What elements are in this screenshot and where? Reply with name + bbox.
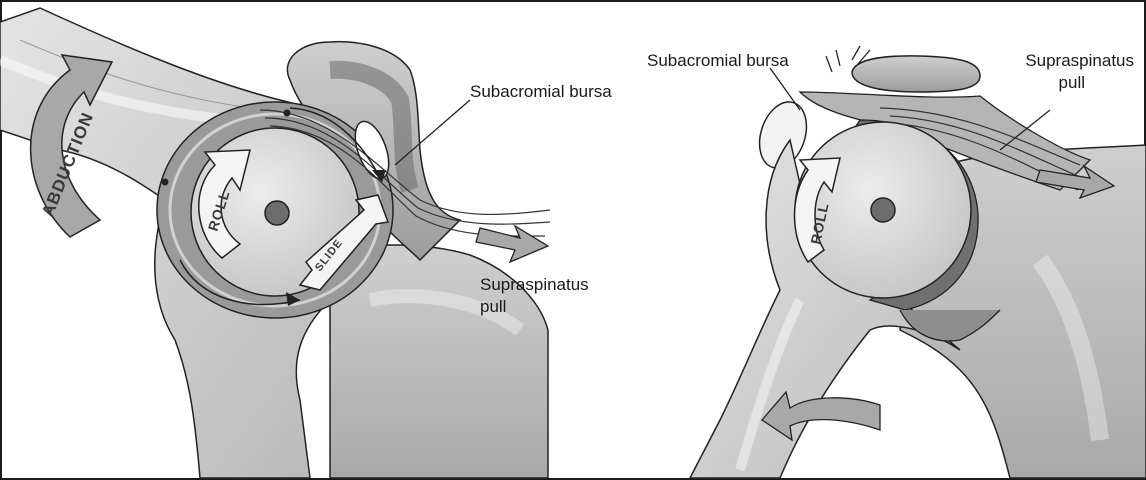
- right-head-center: [871, 198, 895, 222]
- right-acromion: [852, 56, 980, 92]
- left-head-center: [265, 201, 289, 225]
- left-supraspinatus-label-line1: Supraspinatus: [480, 275, 589, 294]
- right-supraspinatus-label-line1: Supraspinatus: [1025, 51, 1134, 70]
- left-supraspinatus-label-line2: pull: [480, 297, 506, 316]
- right-subacromial-bursa-label: Subacromial bursa: [647, 51, 789, 70]
- left-subacromial-bursa-label: Subacromial bursa: [470, 82, 612, 101]
- right-supraspinatus-label-line2: pull: [1059, 73, 1085, 92]
